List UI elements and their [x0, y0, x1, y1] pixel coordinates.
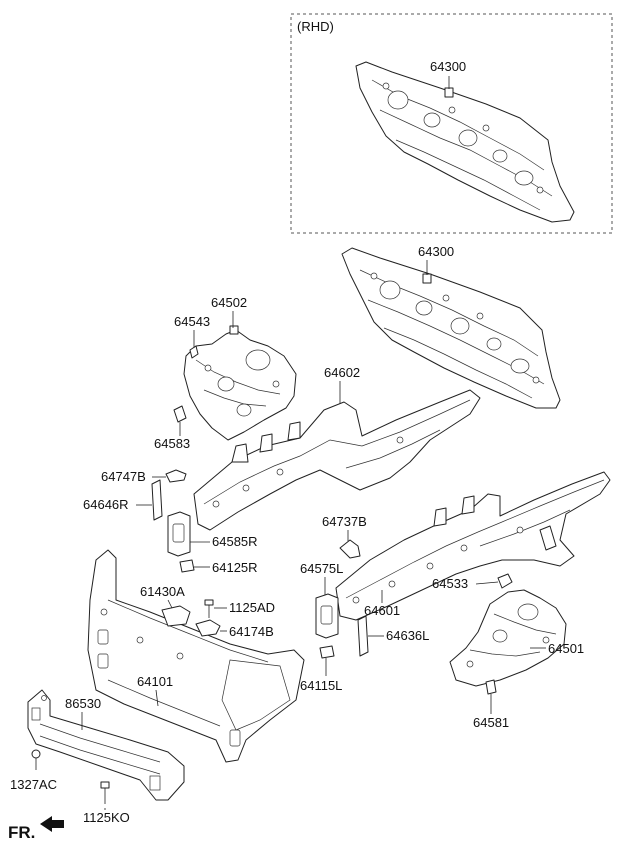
bumper-beam-drawing: [27, 689, 185, 801]
label-1327AC: 1327AC: [10, 777, 57, 792]
apron-rh-drawing: [173, 325, 297, 441]
bracket-64747b: [165, 469, 187, 483]
label-64583: 64583: [154, 436, 190, 451]
label-64101: 64101: [137, 674, 173, 689]
bracket-64115l: [319, 645, 335, 659]
bolt-1125ko: [100, 781, 110, 804]
label-64581: 64581: [473, 715, 509, 730]
label-64115L: 64115L: [300, 678, 342, 693]
bracket-64174b: [195, 619, 221, 637]
front-arrow-icon: [40, 816, 64, 832]
side-member-lh-drawing: [335, 471, 611, 621]
label-64543: 64543: [174, 314, 210, 329]
bracket-64125r: [179, 559, 195, 573]
dash-panel-rhd-drawing: [355, 61, 575, 223]
bolt-1125ad: [204, 599, 214, 618]
side-member-rh-drawing: [193, 389, 481, 531]
bracket-64533: [497, 573, 513, 589]
bracket-61430a: [161, 605, 191, 627]
bracket-64737b: [339, 539, 361, 559]
plate-64585r: [167, 511, 191, 557]
dash-panel-drawing: [341, 247, 561, 409]
label-1125KO: 1125KO: [83, 810, 130, 825]
label-64646R: 64646R: [83, 497, 129, 512]
label-64174B: 64174B: [229, 624, 274, 639]
reinforcement-64636l: [357, 615, 369, 657]
label-64575L: 64575L: [300, 561, 343, 576]
label-64585R: 64585R: [212, 534, 258, 549]
label-64747B: 64747B: [101, 469, 146, 484]
label-64602: 64602: [324, 365, 360, 380]
label-64300-rhd: 64300: [430, 59, 466, 74]
label-64125R: 64125R: [212, 560, 258, 575]
label-86530: 86530: [65, 696, 101, 711]
label-64300: 64300: [418, 244, 454, 259]
label-64533: 64533: [432, 576, 468, 591]
nut-1327ac: [31, 749, 41, 770]
rhd-label: (RHD): [297, 19, 334, 34]
label-64501: 64501: [548, 641, 584, 656]
label-64601: 64601: [364, 603, 400, 618]
label-64737B: 64737B: [322, 514, 367, 529]
apron-lh-drawing: [449, 589, 567, 695]
carrier-drawing: [87, 549, 305, 763]
label-1125AD: 1125AD: [229, 600, 275, 615]
label-64502: 64502: [211, 295, 247, 310]
label-64636L: 64636L: [386, 628, 429, 643]
front-label: FR.: [8, 823, 35, 842]
reinforcement-64646r: [151, 479, 163, 521]
label-61430A: 61430A: [140, 584, 185, 599]
plate-64575l: [315, 593, 339, 639]
